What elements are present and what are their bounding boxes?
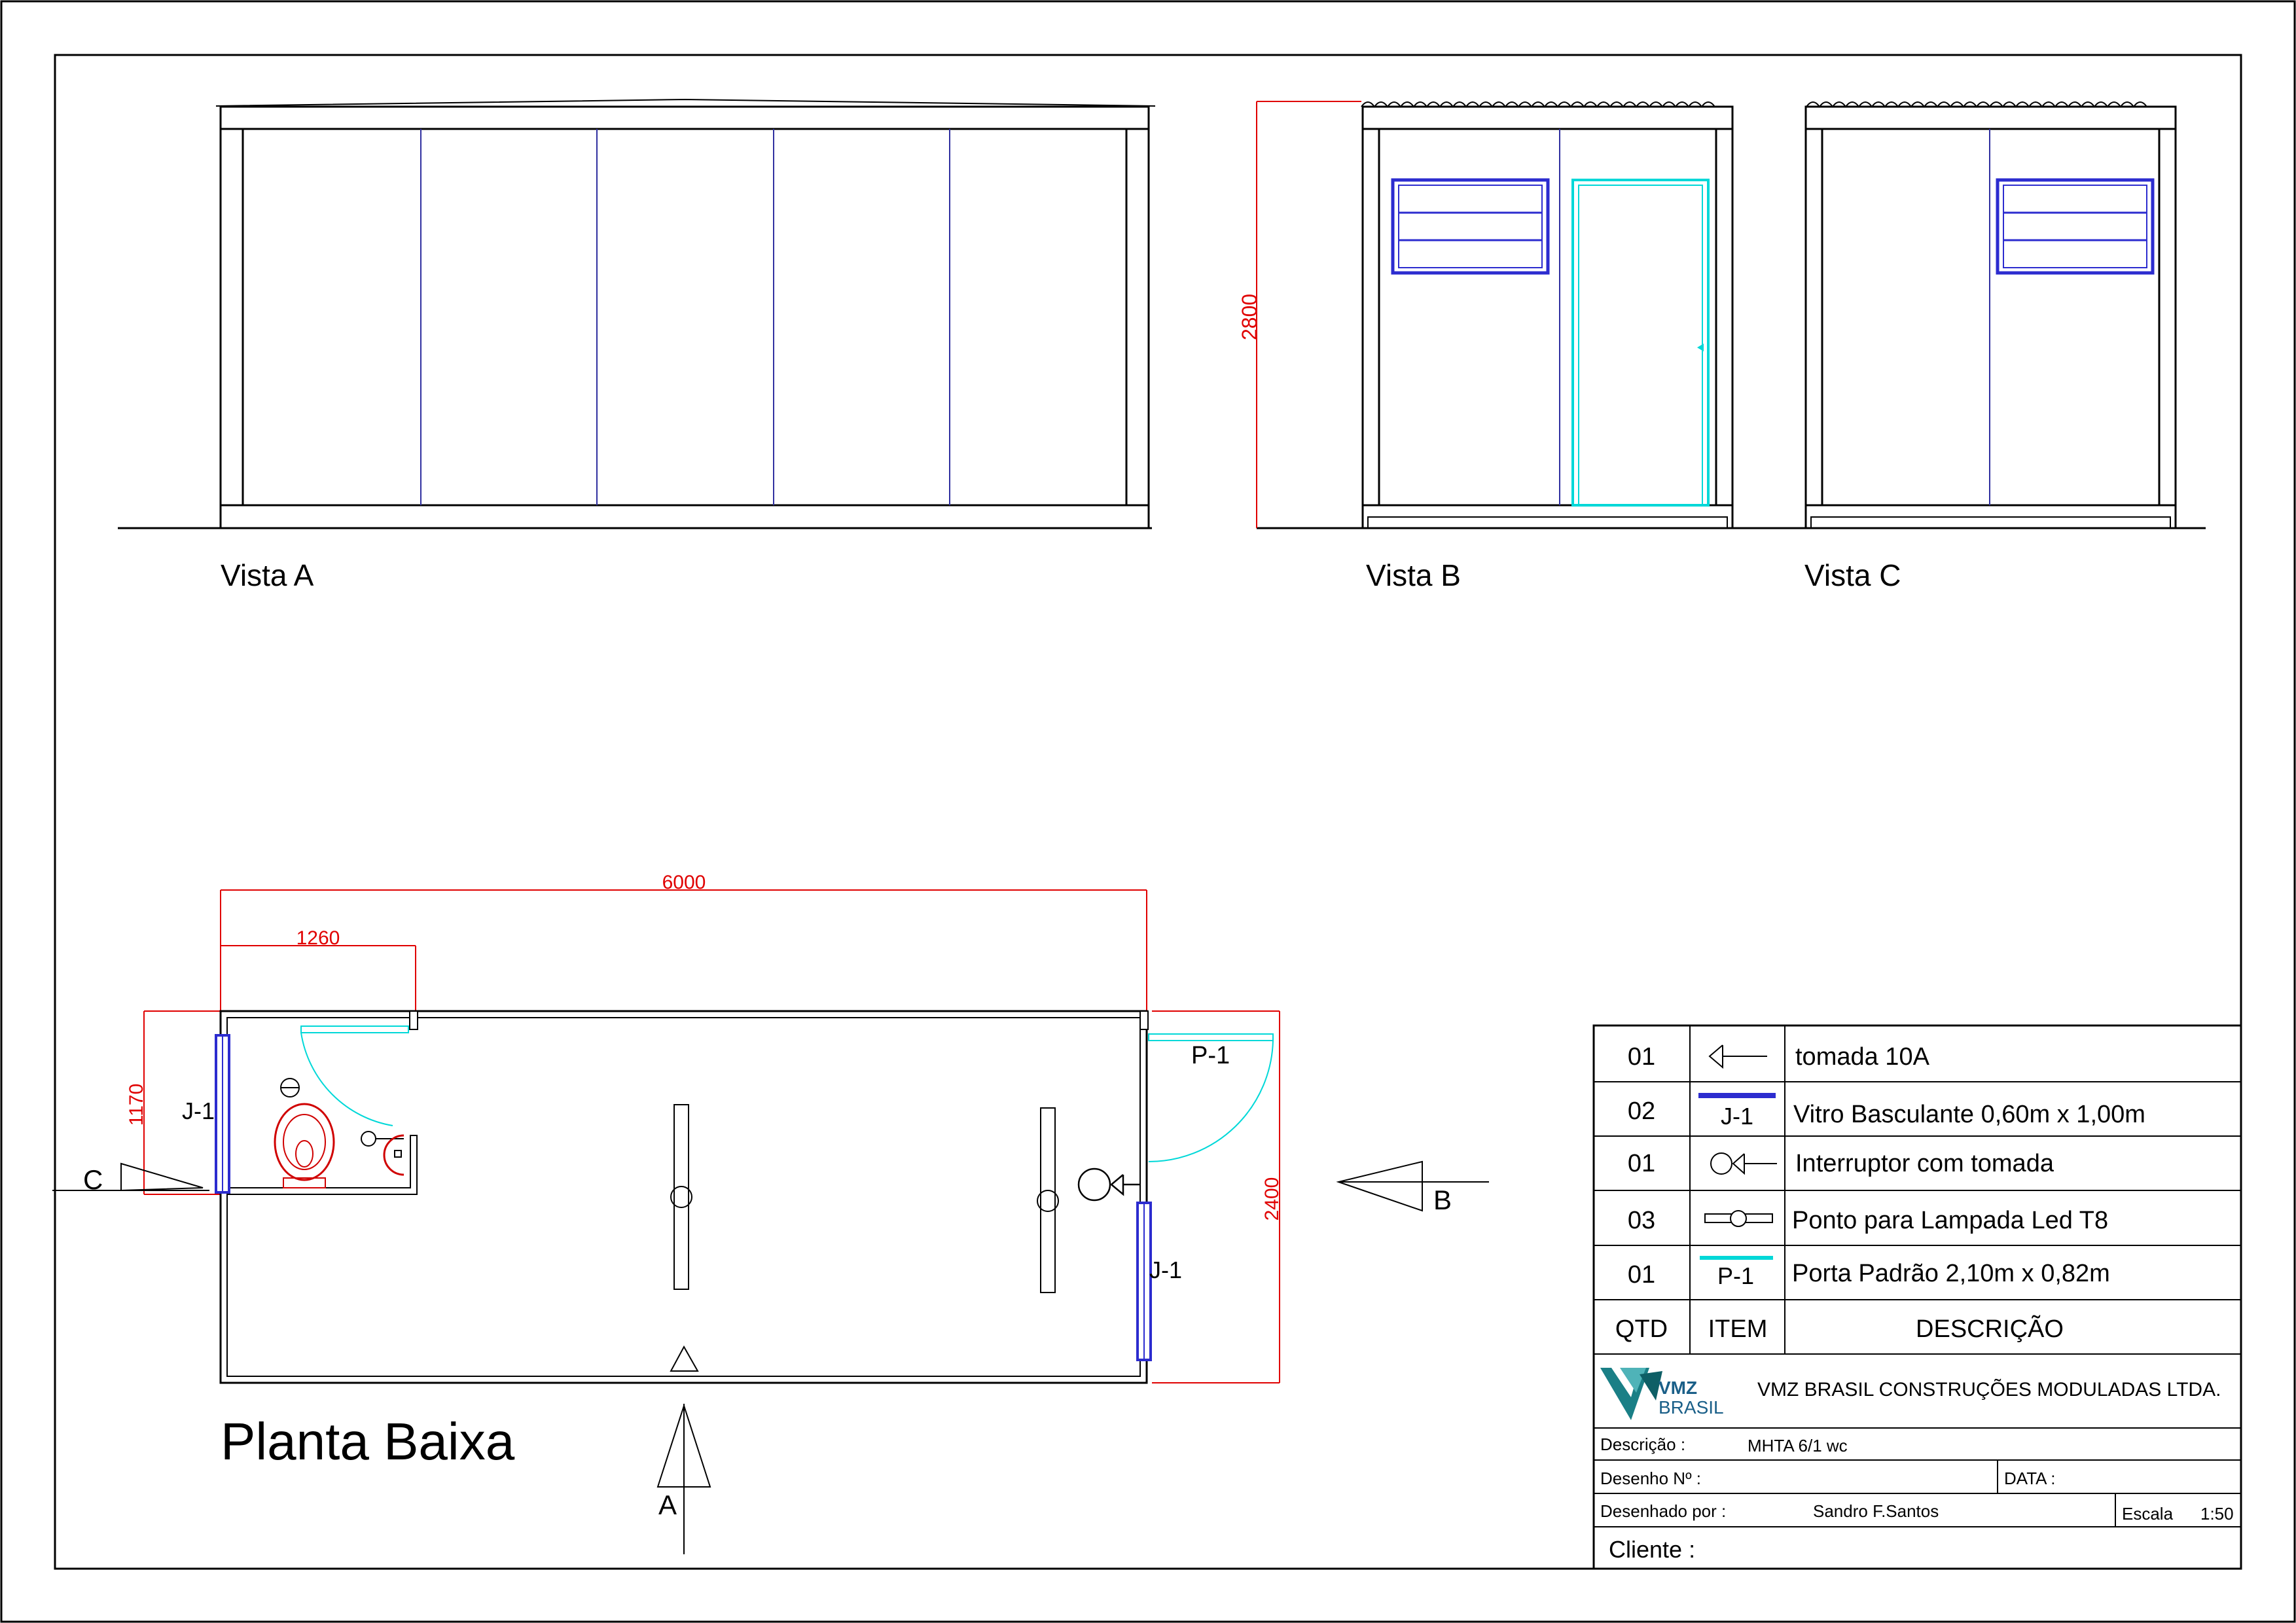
toilet-icon [274,1078,335,1188]
plan-title: Planta Baixa [221,1412,515,1471]
drawing-frame [54,54,2242,1570]
floor-plan: 6000 1260 1170 2400 P-1 J-1 [52,872,1489,1554]
section-marker-c: C [52,1162,209,1195]
corner-post-left [219,128,244,507]
wc-door-leaf [300,1026,409,1033]
roof-slope [215,98,1156,107]
company-name: VMZ BRASIL CONSTRUÇÕES MODULADAS LTDA. [1757,1378,2221,1400]
legend-desc: Interruptor com tomada [1795,1150,2054,1177]
legend-desc: tomada 10A [1795,1043,1930,1071]
corrugated-roof [1361,101,1715,108]
entry-door-swing [1148,1040,1274,1162]
drawn-by-value: Sandro F.Santos [1813,1501,1939,1521]
led-lamp-icon [1704,1210,1773,1227]
inner-wall [226,1017,1141,1377]
plan-dimensions: 6000 1260 1170 2400 [126,872,1283,1383]
switch-outlet-icon [1077,1168,1140,1202]
section-b-label: B [1433,1185,1452,1215]
width-dimension-text: 2400 [1261,1177,1283,1221]
wc-door-jamb [409,1010,418,1030]
description-label: Descrição : [1600,1435,1685,1454]
legend-qtd: 03 [1628,1207,1655,1234]
legend-item: J-1 [1721,1103,1753,1130]
legend-qtd: 01 [1628,1150,1655,1177]
window-icon [1698,1093,1776,1098]
window-right-label: J-1 [1149,1257,1182,1283]
height-dimension-text: 2800 [1238,294,1261,340]
vista-b-label: Vista B [1366,558,1461,592]
top-beam [1804,105,2177,130]
outer-wall [219,1010,1148,1384]
scale-value: 1:50 [2200,1504,2234,1524]
vista-a-elevation: Vista A [118,98,2206,592]
door-handle [1697,344,1704,351]
wc-door-swing [300,1032,393,1126]
legend-desc: Porta Padrão 2,10m x 0,82m [1792,1260,2110,1287]
section-marker-a: A [656,1403,711,1554]
corner-post-right [1125,128,1150,507]
client-label: Cliente : [1609,1536,1695,1563]
legend-desc: Ponto para Lampada Led T8 [1792,1207,2108,1234]
vista-b-elevation: Vista B [1361,101,1734,592]
scale-label: Escala [2122,1504,2174,1524]
door-p1-label: P-1 [1191,1042,1230,1069]
logo-text-bottom: BRASIL [1659,1397,1724,1418]
vista-c-elevation: Vista C [1804,101,2177,592]
section-a-label: A [658,1489,677,1520]
description-value: MHTA 6/1 wc [1748,1436,1848,1455]
led-lamp-icon [1037,1107,1059,1293]
window-left-label: J-1 [182,1097,215,1124]
date-label: DATA : [2004,1469,2056,1488]
legend-head-qtd: QTD [1615,1315,1668,1343]
section-c-label: C [83,1164,103,1195]
legend-table: 01 tomada 10A 02 J-1 Vitro Basculante 0,… [1592,1024,2242,1570]
window-j1 [1996,178,2155,275]
top-beam [1361,105,1734,130]
corner-post-left [1804,128,1823,507]
skid [1810,516,2171,529]
switch-outlet-icon [1710,1152,1777,1175]
base-beam [219,504,1150,529]
legend-head-item: ITEM [1708,1315,1768,1343]
top-beam [219,105,1150,130]
vista-a-label: Vista A [221,558,314,592]
legend-head-desc: DESCRIÇÃO [1916,1315,2064,1343]
legend-qtd: 01 [1628,1043,1655,1071]
section-marker-b: B [1336,1160,1489,1215]
drawn-by-label: Desenhado por : [1600,1501,1726,1521]
corner-post-right [2158,128,2177,507]
window-j1 [1391,178,1550,275]
outlet-icon [1708,1044,1767,1069]
legend-qtd: 01 [1628,1261,1655,1289]
company-logo: VMZ BRASIL [1600,1368,1724,1420]
legend-qtd: 02 [1628,1097,1655,1125]
logo-text-top: VMZ [1659,1378,1697,1398]
corner-post-right [1715,128,1734,507]
corner-post-left [1361,128,1380,507]
legend-item: P-1 [1717,1262,1754,1289]
drawing-number-label: Desenho Nº : [1600,1469,1701,1488]
wc-width-dimension-text: 1260 [296,927,340,949]
wc-depth-dimension-text: 1170 [126,1084,147,1126]
vista-c-label: Vista C [1804,558,1901,592]
title-block: VMZ BRASIL VMZ BRASIL CONSTRUÇÕES MODULA… [1594,1368,2241,1563]
entry-door-jamb [1139,1010,1149,1030]
wc-partition [227,1135,418,1195]
length-dimension-text: 6000 [662,872,706,893]
entry-arrow-icon [670,1345,699,1372]
sink-icon [361,1131,404,1176]
entry-door-leaf [1148,1033,1274,1041]
door-p1 [1571,179,1710,507]
skid [1367,516,1728,529]
led-lamp-icon [670,1104,692,1290]
legend-desc: Vitro Basculante 0,60m x 1,00m [1793,1101,2145,1128]
height-dimension: 2800 [1238,101,1361,528]
